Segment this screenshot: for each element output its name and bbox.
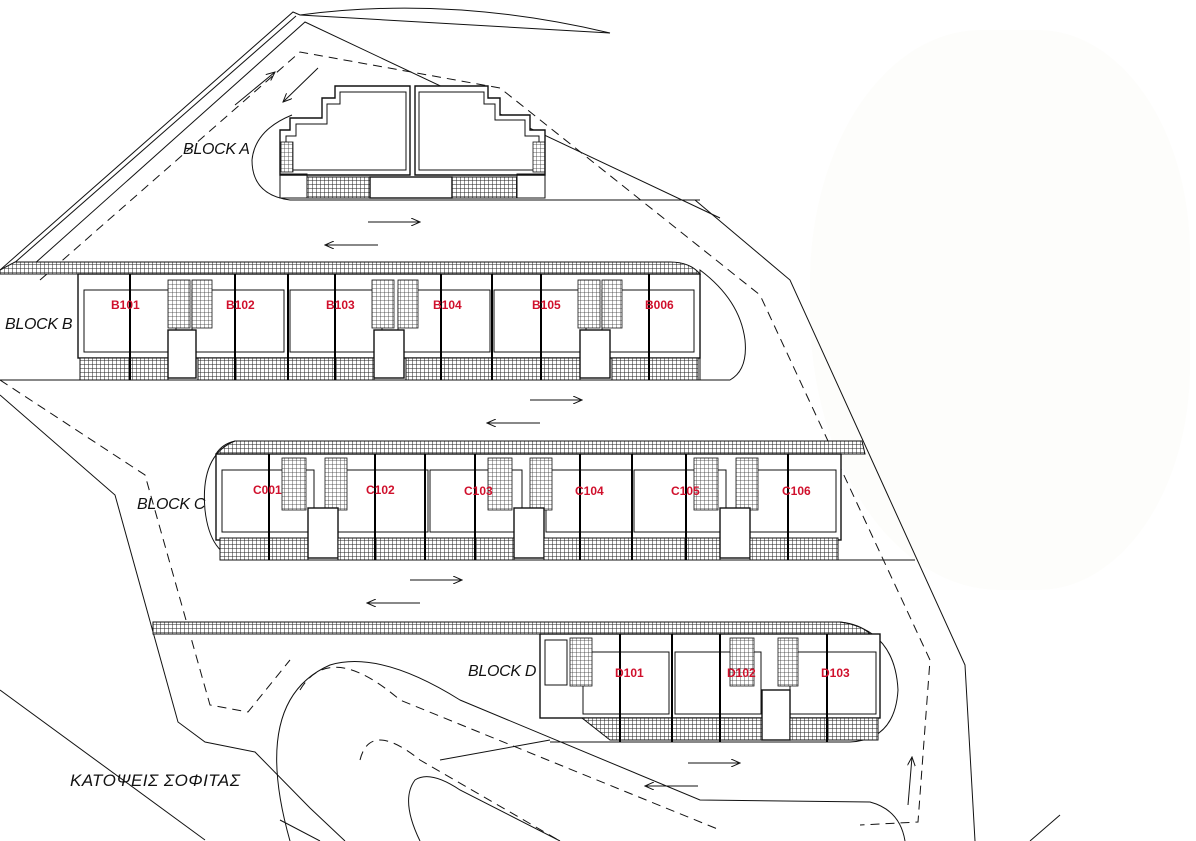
unit-label-c001[interactable]: C001	[253, 483, 282, 497]
block-d-label: BLOCK D	[468, 663, 537, 680]
block-b-building	[0, 261, 746, 381]
drawing-title: ΚΑΤΟΨΕΙΣ ΣΟΦΙΤΑΣ	[70, 771, 241, 790]
road-centerline	[0, 51, 931, 841]
unit-label-d102[interactable]: D102	[727, 666, 756, 680]
traffic-arrows	[234, 67, 912, 806]
unit-label-c102[interactable]: C102	[366, 483, 395, 497]
unit-label-b101[interactable]: B101	[111, 298, 140, 312]
block-b-label: BLOCK B	[5, 316, 73, 333]
access-ramp	[276, 661, 1061, 841]
unit-label-b102[interactable]: B102	[226, 298, 255, 312]
unit-label-c103[interactable]: C103	[464, 484, 493, 498]
site-boundary	[0, 7, 976, 841]
unit-label-c105[interactable]: C105	[671, 484, 700, 498]
block-c-label: BLOCK C	[137, 496, 206, 513]
block-c-building	[203, 440, 915, 561]
unit-label-c106[interactable]: C106	[782, 484, 811, 498]
block-a-label: BLOCK A	[183, 141, 250, 158]
unit-label-b104[interactable]: B104	[433, 298, 462, 312]
unit-label-c104[interactable]: C104	[575, 484, 604, 498]
unit-label-b006[interactable]: B006	[645, 298, 674, 312]
unit-label-b103[interactable]: B103	[326, 298, 355, 312]
block-d-building	[152, 621, 899, 743]
unit-label-d101[interactable]: D101	[615, 666, 644, 680]
unit-label-d103[interactable]: D103	[821, 666, 850, 680]
background-haze	[810, 30, 1190, 590]
block-a-building	[251, 85, 700, 201]
unit-label-b105[interactable]: B105	[532, 298, 561, 312]
